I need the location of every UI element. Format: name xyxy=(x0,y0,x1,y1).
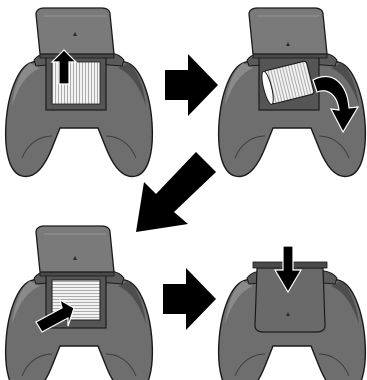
controller-back xyxy=(6,8,153,176)
step-2-panel xyxy=(219,8,366,176)
battery-cover xyxy=(36,8,114,54)
arrow-right-icon xyxy=(165,54,218,116)
battery-cover xyxy=(249,8,327,54)
battery-cover xyxy=(36,226,114,272)
step-4-panel xyxy=(219,246,366,380)
arrow-right-icon xyxy=(163,268,216,330)
controller-back xyxy=(6,226,153,380)
step-1-panel xyxy=(6,8,153,176)
step-3-panel xyxy=(6,226,153,380)
